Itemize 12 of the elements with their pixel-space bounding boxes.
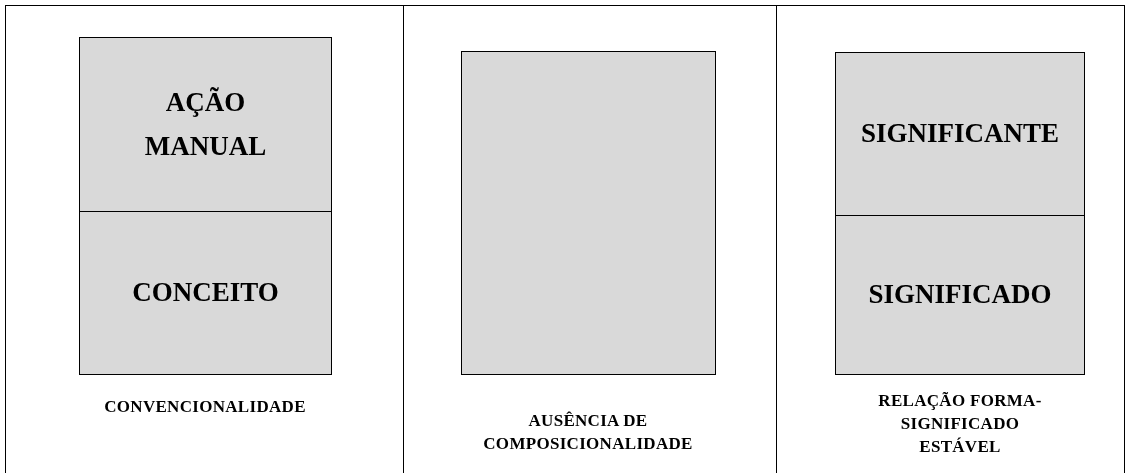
box-text: SIGNIFICADO <box>868 278 1052 312</box>
box-text: CONCEITO <box>132 276 279 310</box>
caption-text: RELAÇÃO FORMA-SIGNIFICADO ESTÁVEL <box>877 390 1043 458</box>
box-text: SIGNIFICANTE <box>860 117 1059 151</box>
box-text: AÇÃO MANUAL <box>143 86 268 163</box>
concept-box <box>79 211 332 375</box>
concept-box <box>79 37 332 212</box>
concept-box <box>835 215 1085 375</box>
concept-box <box>835 52 1085 216</box>
caption-text: AUSÊNCIA DE COMPOSICIONALIDADE <box>482 410 694 455</box>
caption-text: CONVENCIONALIDADE <box>103 396 307 418</box>
empty-box <box>461 51 716 375</box>
